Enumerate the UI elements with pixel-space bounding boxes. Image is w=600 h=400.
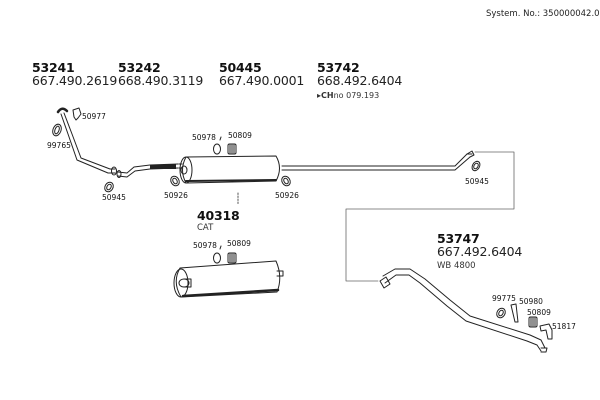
bracket-icon-50977[interactable] [72, 107, 82, 121]
part-number-53742[interactable]: 53742 [317, 60, 360, 75]
tail-pipe-53747[interactable] [379, 268, 548, 353]
rubber-mount-icon-50809-top[interactable] [227, 143, 237, 155]
oem-number-53242: 668.490.3119 [118, 73, 204, 88]
part-number-53747[interactable]: 53747 [437, 231, 480, 246]
fitting-label-99765[interactable]: 99765 [47, 141, 71, 150]
fitting-label-50809-rear[interactable]: 50809 [527, 308, 551, 317]
cat-note: CAT [197, 223, 214, 233]
country-code: ▸CH [317, 91, 334, 100]
fitting-label-50926-rear[interactable]: 50926 [275, 191, 299, 200]
fitting-label-50945-front[interactable]: 50945 [102, 193, 126, 202]
clamp-icon-99775[interactable] [495, 307, 507, 320]
rubber-mount-icon-50809-cat[interactable] [227, 252, 237, 264]
fitting-label-50980[interactable]: 50980 [519, 297, 543, 306]
oem-number-53742: 668.492.6404 [317, 73, 403, 88]
fitting-label-50978-cat[interactable]: 50978 [193, 241, 217, 250]
system-number: System. No.: 350000042.07 [486, 9, 600, 19]
bracket-icon-51817[interactable] [539, 323, 553, 340]
front-pipe-53241[interactable] [56, 107, 117, 176]
fitting-label-51817[interactable]: 51817 [552, 322, 576, 331]
clamp-icon-50945-front[interactable] [103, 181, 115, 194]
hanger-icon-50980[interactable] [510, 303, 519, 323]
oem-number-50445: 667.490.0001 [219, 73, 305, 88]
oem-number-53241: 667.490.2619 [32, 73, 118, 88]
fitting-label-50809-top[interactable]: 50809 [228, 131, 252, 140]
ring-icon-50978-top[interactable] [213, 136, 222, 155]
fitting-label-50945-rear[interactable]: 50945 [465, 177, 489, 186]
part-number-53242[interactable]: 53242 [118, 60, 161, 75]
clamp-icon-50945-rear[interactable] [470, 160, 481, 172]
wheelbase-note: WB 4800 [437, 261, 476, 271]
rear-pipe-53742[interactable] [281, 150, 475, 171]
intermediate-pipe-53242[interactable] [116, 163, 179, 178]
fitting-label-99775[interactable]: 99775 [492, 294, 516, 303]
fitting-label-50978-top[interactable]: 50978 [192, 133, 216, 142]
clamp-icon-99765[interactable] [51, 123, 63, 137]
fitting-label-50977[interactable]: 50977 [82, 112, 106, 121]
clamp-icon-50926-front[interactable] [169, 175, 181, 188]
fitting-label-50926-front[interactable]: 50926 [164, 191, 188, 200]
country-note-text: no 079.193 [333, 91, 380, 100]
part-number-53241[interactable]: 53241 [32, 60, 75, 75]
clamp-icon-50926-rear[interactable] [280, 175, 292, 188]
part-number-50445[interactable]: 50445 [219, 60, 262, 75]
connection-guide-line [345, 151, 515, 282]
country-note-53742: ▸CHno 079.193 [317, 91, 379, 100]
cat-muffler-40318[interactable] [173, 260, 284, 298]
rubber-mount-icon-50809-rear[interactable] [528, 316, 538, 328]
fitting-label-50809-cat[interactable]: 50809 [227, 239, 251, 248]
middle-muffler-50445[interactable] [178, 155, 280, 184]
part-number-40318[interactable]: 40318 [197, 208, 240, 223]
oem-number-53747: 667.492.6404 [437, 244, 523, 259]
ring-icon-50978-cat[interactable] [213, 245, 222, 264]
